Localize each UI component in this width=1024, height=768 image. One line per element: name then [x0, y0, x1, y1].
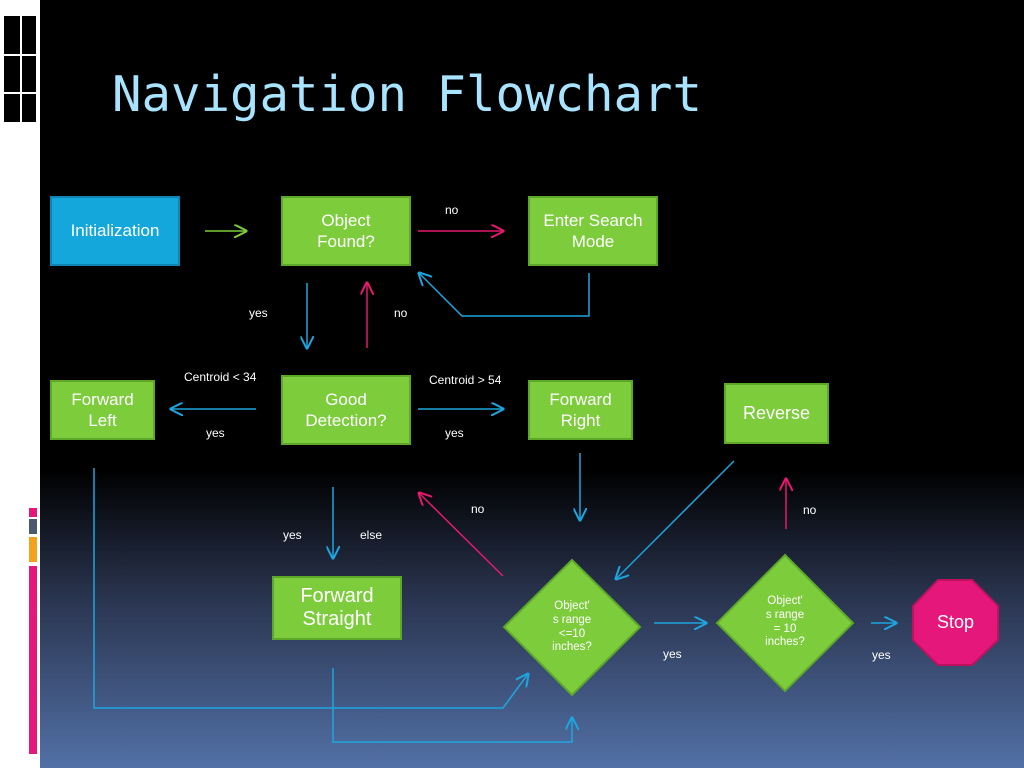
left-decorative-strip — [0, 0, 40, 768]
node-reverse: Reverse — [724, 383, 829, 444]
arrow-left-to-range — [93, 468, 528, 709]
stop-octagon — [912, 579, 999, 666]
node-forward-straight: Forward Straight — [272, 576, 402, 640]
label-yes-down: yes — [249, 306, 268, 320]
deco-orange — [29, 537, 37, 562]
label-no-up: no — [394, 306, 408, 320]
arrow-reverse-to-range — [616, 460, 735, 579]
label-yes-range2: yes — [872, 648, 891, 662]
diamond-range-le10 — [502, 558, 642, 697]
label-yes-straight: yes — [283, 528, 302, 542]
node-stop-label: Stop — [936, 612, 975, 633]
label-yes-left: yes — [206, 426, 225, 440]
node-initialization: Initialization — [50, 196, 180, 266]
label-no-search: no — [445, 203, 459, 217]
label-yes-right: yes — [445, 426, 464, 440]
node-good-detection: Good Detection? — [281, 375, 411, 445]
deco-gray — [29, 519, 37, 534]
label-centroid-lt: Centroid < 34 — [184, 370, 257, 384]
diamond-range-eq10 — [715, 553, 855, 693]
label-yes-range1: yes — [663, 647, 682, 661]
node-forward-right: Forward Right — [528, 380, 633, 440]
arrow-search-back — [419, 273, 590, 317]
label-no-back: no — [471, 502, 485, 516]
slide-title: Navigation Flowchart — [112, 66, 703, 123]
arrow-range-to-detection — [419, 493, 504, 577]
node-object-found: Object Found? — [281, 196, 411, 266]
deco-pink-top — [29, 508, 37, 517]
node-enter-search-mode: Enter Search Mode — [528, 196, 658, 266]
node-forward-left: Forward Left — [50, 380, 155, 440]
label-centroid-gt: Centroid > 54 — [429, 373, 502, 387]
window-logo-icon — [4, 16, 36, 122]
label-no-reverse: no — [803, 503, 817, 517]
deco-pink-long — [29, 566, 37, 754]
arrow-straight-to-range — [332, 668, 572, 743]
diamond-range-eq10-label: Object' s range = 10 inches? — [765, 595, 805, 649]
diamond-range-le10-label: Object' s range <=10 inches? — [552, 600, 592, 654]
label-else-straight: else — [360, 528, 383, 542]
